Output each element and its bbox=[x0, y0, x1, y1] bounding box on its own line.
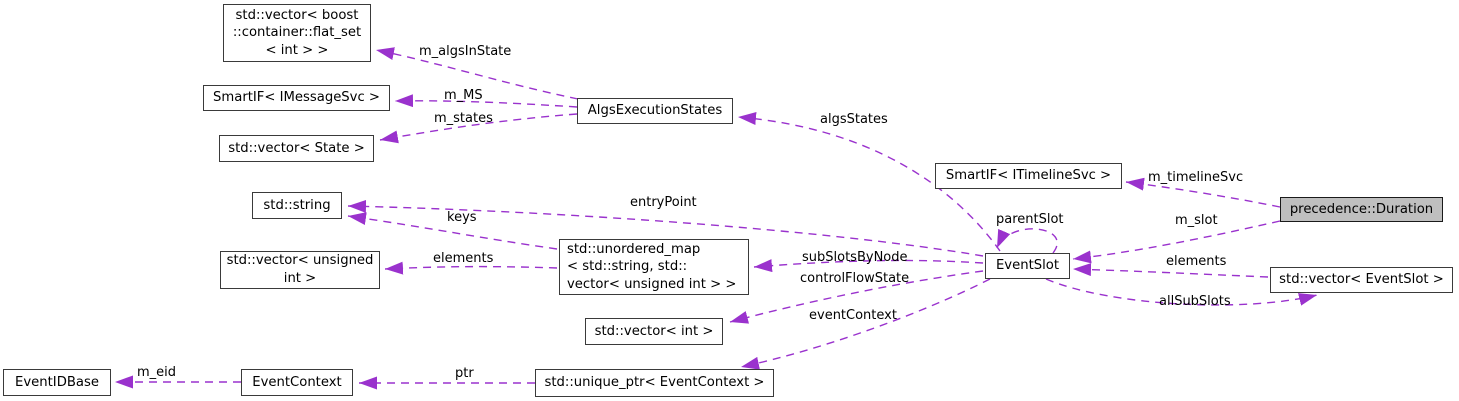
node-event-context[interactable]: EventContext bbox=[241, 369, 353, 396]
node-smartif-itimelinesvc[interactable]: SmartIF< ITimelineSvc > bbox=[935, 163, 1122, 189]
edge-label-m-eid: m_eid bbox=[137, 365, 177, 380]
edge-label-eventcontext: eventContext bbox=[809, 308, 897, 323]
edge-m-states bbox=[379, 113, 578, 144]
node-vector-unsigned-int[interactable]: std::vector< unsigned int > bbox=[220, 251, 380, 289]
edge-entrypoint bbox=[347, 199, 984, 257]
edge-controlflowstate bbox=[729, 270, 984, 324]
edge-m-ms bbox=[394, 94, 578, 108]
edge-label-elements-left: elements bbox=[433, 251, 494, 266]
edge-label-controlflowstate: controlFlowState bbox=[800, 271, 910, 286]
edge-label-m-algsinstate: m_algsInState bbox=[419, 44, 512, 59]
node-precedence-duration: precedence::Duration bbox=[1280, 197, 1443, 222]
edge-label-elements-right: elements bbox=[1166, 254, 1227, 269]
node-vector-int[interactable]: std::vector< int > bbox=[585, 318, 723, 345]
edge-label-subslotsbynode: subSlotsByNode bbox=[802, 250, 908, 265]
node-std-string[interactable]: std::string bbox=[252, 192, 342, 219]
edge-label-m-ms: m_MS bbox=[444, 88, 483, 103]
edge-elements-left bbox=[384, 261, 558, 275]
edge-elements-right bbox=[1072, 263, 1269, 278]
edge-allsubslots bbox=[1045, 278, 1318, 306]
edge-parentslot-loop bbox=[996, 228, 1058, 254]
edge-label-m-slot: m_slot bbox=[1175, 213, 1218, 228]
node-unique-ptr-eventcontext[interactable]: std::unique_ptr< EventContext > bbox=[535, 369, 774, 397]
edge-label-algsstates: algsStates bbox=[820, 112, 888, 127]
node-vector-boost-flat-set[interactable]: std::vector< boost ::container::flat_set… bbox=[223, 4, 371, 62]
edge-label-entrypoint: entryPoint bbox=[630, 195, 697, 210]
node-algs-execution-states[interactable]: AlgsExecutionStates bbox=[577, 98, 733, 124]
node-event-id-base[interactable]: EventIDBase bbox=[3, 369, 111, 396]
edge-label-m-states: m_states bbox=[434, 111, 493, 126]
edge-m-timelinesvc bbox=[1125, 177, 1281, 208]
edge-label-parentslot: parentSlot bbox=[996, 212, 1064, 227]
edge-label-keys: keys bbox=[447, 210, 477, 225]
node-vector-state[interactable]: std::vector< State > bbox=[219, 135, 374, 162]
edge-label-m-timelinesvc: m_timelineSvc bbox=[1148, 170, 1244, 185]
edge-m-algsinstate bbox=[375, 47, 579, 100]
node-unordered-map[interactable]: std::unordered_map < std::string, std:: … bbox=[559, 239, 749, 295]
edge-subslotsbynode bbox=[753, 259, 984, 273]
edge-keys bbox=[347, 212, 558, 250]
node-event-slot[interactable]: EventSlot bbox=[985, 253, 1070, 279]
edge-eventcontext bbox=[740, 278, 991, 370]
edge-algsstates bbox=[737, 112, 1001, 252]
edge-m-slot bbox=[1072, 220, 1281, 264]
edge-label-ptr: ptr bbox=[455, 366, 474, 381]
node-smartif-imessagesvc[interactable]: SmartIF< IMessageSvc > bbox=[203, 85, 390, 111]
node-vector-eventslot[interactable]: std::vector< EventSlot > bbox=[1270, 267, 1453, 293]
edge-label-allsubslots: allSubSlots bbox=[1159, 294, 1231, 309]
